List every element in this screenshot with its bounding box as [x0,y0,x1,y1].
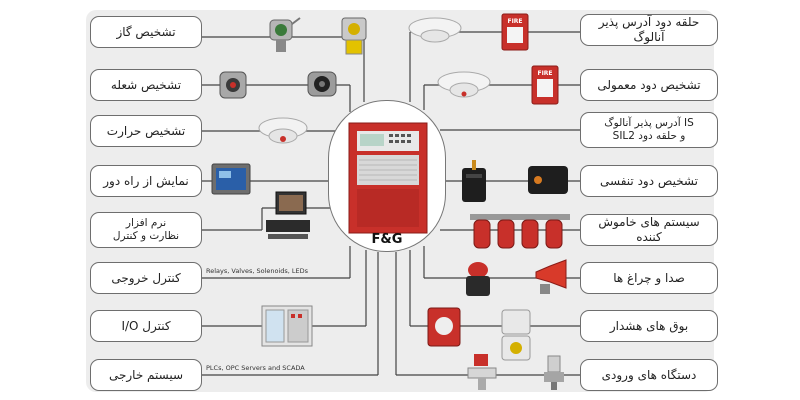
input-device-icon [501,309,531,361]
fire-alarm-control-panel [328,100,446,252]
extinguishing-systems-box: سیستم های خاموش کننده [580,214,718,246]
monitoring-workstation-icon [266,191,310,239]
conventional-smoke-detection-box: تشخیص دود معمولی [580,69,718,101]
remote-display-box: نمایش از راه دور [90,165,202,197]
heat-detection-box: تشخیص حرارت [90,115,202,147]
output-control-annotation: Relays, Valves, Solenoids, LEDs [206,267,309,275]
gas-detector-icon [269,17,301,52]
monitoring-software-line2: نظارت و کنترل [112,230,180,242]
gas-detection-box: تشخیص گاز [90,16,202,48]
sounder-icon [427,307,461,347]
center-label: F&G [371,232,403,247]
io-control-box: کنترل I/O [90,310,202,342]
alarm-horns-box: بوق های هشدار [580,310,718,342]
is-sil2-line2: و حلقه دود SIL2 [612,130,686,142]
call-point-fire-label: FIRE [537,70,552,77]
flame-detector-icon [307,71,337,97]
io-cabinet-icon [261,305,313,347]
analog-addressable-smoke-loop-box: حلقه دود آدرس پذیر آنالوگ [580,14,718,46]
remote-display-icon [211,163,251,195]
flame-detection-box: تشخیص شعله [90,69,202,101]
aspirating-detector-icon [528,166,568,194]
call-point-fire-label: FIRE [507,18,522,25]
smoke-detector-icon [437,71,491,98]
manual-call-point-icon: FIRE [531,65,559,105]
gas-detector-icon [341,17,367,55]
extinguishing-cylinders-icon [470,214,570,249]
flow-switch-icon [544,355,564,390]
is-sil2-smoke-loop-box: IS آدرس پذیر آنالوگ و حلقه دود SIL2 [580,112,718,148]
valve-icon [467,354,497,390]
horn-icon [535,259,567,294]
beacon-icon [466,262,490,296]
manual-call-point-icon: FIRE [501,13,529,51]
is-sil2-line1: IS آدرس پذیر آنالوگ [604,116,694,129]
aspirating-smoke-detection-box: تشخیص دود تنفسی [580,165,718,197]
heat-detector-icon [258,117,308,144]
output-control-box: کنترل خروجی [90,262,202,294]
monitoring-software-box: نرم افزار نظارت و کنترل [90,212,202,248]
fire-alarm-panel-icon [348,122,428,234]
external-system-annotation: PLCs, OPC Servers and SCADA [206,364,305,372]
input-devices-box: دستگاه های ورودی [580,359,718,391]
smoke-detector-icon [408,17,462,43]
sounders-and-beacons-box: صدا و چراغ ها [580,262,718,294]
monitoring-software-line1: نرم افزار [125,216,167,229]
flame-detector-icon [219,71,247,99]
aspirating-detector-icon [462,160,486,202]
external-system-box: سیستم خارجی [90,359,202,391]
